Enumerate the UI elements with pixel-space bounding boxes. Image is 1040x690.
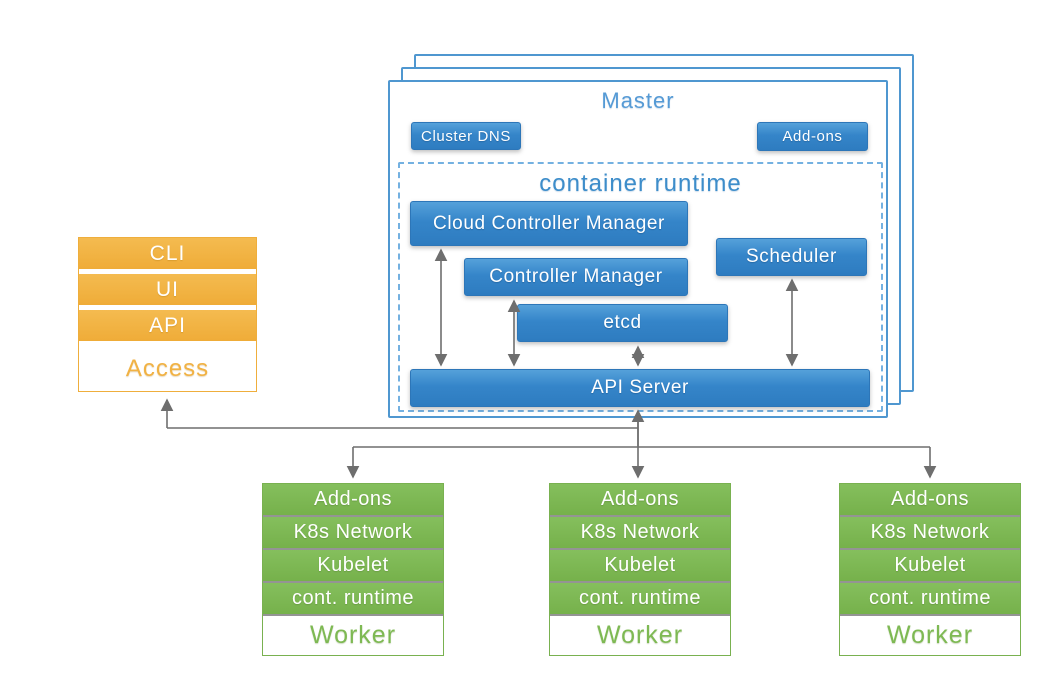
worker3-label: Worker bbox=[840, 616, 1020, 655]
scheduler-box: Scheduler bbox=[716, 238, 867, 276]
worker2-kubelet: Kubelet bbox=[550, 550, 730, 583]
worker3-cont-runtime: cont. runtime bbox=[840, 583, 1020, 616]
master-addons-box: Add-ons bbox=[757, 122, 868, 151]
controller-manager-box: Controller Manager bbox=[464, 258, 688, 296]
worker2-k8s-network: K8s Network bbox=[550, 517, 730, 550]
access-stack: CLI UI API Access bbox=[78, 237, 257, 392]
worker-node-3: Add-ons K8s Network Kubelet cont. runtim… bbox=[839, 483, 1021, 656]
worker1-addons: Add-ons bbox=[263, 484, 443, 517]
worker2-addons: Add-ons bbox=[550, 484, 730, 517]
access-label: Access bbox=[79, 346, 256, 391]
worker1-k8s-network: K8s Network bbox=[263, 517, 443, 550]
access-item-api: API bbox=[79, 310, 256, 341]
worker-node-2: Add-ons K8s Network Kubelet cont. runtim… bbox=[549, 483, 731, 656]
worker1-label: Worker bbox=[263, 616, 443, 655]
container-runtime-title: container runtime bbox=[539, 170, 742, 197]
worker3-k8s-network: K8s Network bbox=[840, 517, 1020, 550]
api-server-box: API Server bbox=[410, 369, 870, 407]
worker2-cont-runtime: cont. runtime bbox=[550, 583, 730, 616]
worker-node-1: Add-ons K8s Network Kubelet cont. runtim… bbox=[262, 483, 444, 656]
worker1-cont-runtime: cont. runtime bbox=[263, 583, 443, 616]
worker3-kubelet: Kubelet bbox=[840, 550, 1020, 583]
cloud-controller-manager-box: Cloud Controller Manager bbox=[410, 201, 688, 246]
access-item-cli: CLI bbox=[79, 238, 256, 269]
access-item-ui: UI bbox=[79, 274, 256, 305]
master-title: Master bbox=[601, 88, 675, 113]
cluster-dns-box: Cluster DNS bbox=[411, 122, 521, 150]
etcd-box: etcd bbox=[517, 304, 728, 342]
worker3-addons: Add-ons bbox=[840, 484, 1020, 517]
worker2-label: Worker bbox=[550, 616, 730, 655]
worker1-kubelet: Kubelet bbox=[263, 550, 443, 583]
